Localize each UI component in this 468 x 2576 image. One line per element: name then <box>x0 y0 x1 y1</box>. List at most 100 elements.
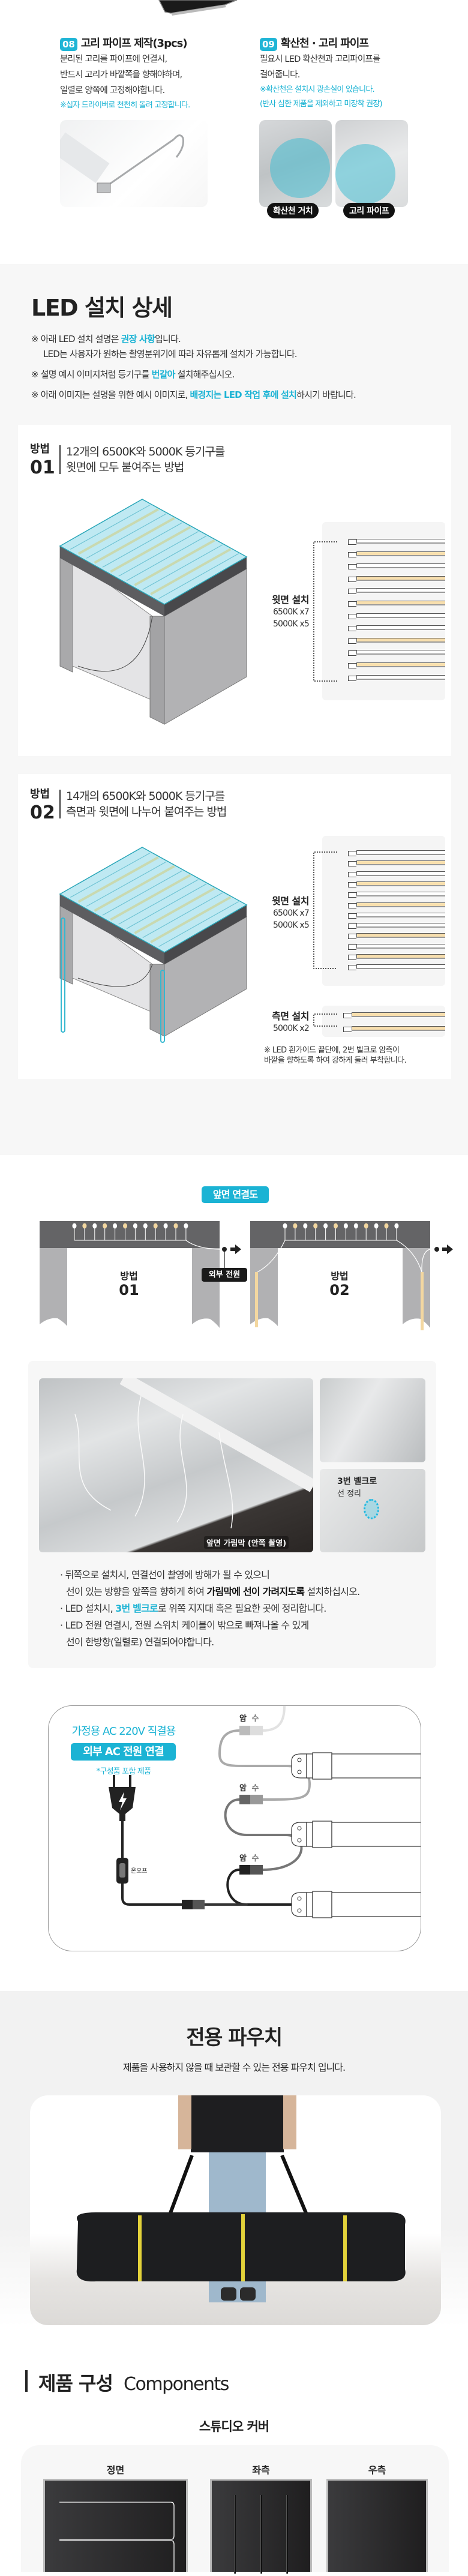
bracket-line <box>313 851 337 969</box>
tube-cap <box>348 576 356 582</box>
side-led-left <box>61 917 65 1033</box>
method-02-heading: 방법 02 <box>30 788 55 823</box>
photo-caption: 앞면 가림막 (안쪽 촬영) <box>204 1536 289 1549</box>
tube-body <box>356 964 445 970</box>
note-3: ※ 아래 이미지는 설명을 위한 예시 이미지로, 배경지는 LED 작업 후에… <box>31 389 356 400</box>
ac-sub: *구성품 포함 제품 <box>96 1767 151 1776</box>
led-dot-5000k <box>82 1223 87 1229</box>
section-title: LED 설치 상세 <box>31 295 173 321</box>
connector-male <box>250 1726 263 1735</box>
tube-body <box>356 563 445 569</box>
top-led-tube <box>94 865 175 912</box>
led-dot-5000k <box>364 1223 368 1229</box>
tube-cap <box>348 934 356 940</box>
tube-pin <box>297 1826 302 1831</box>
plug-prong <box>129 1775 131 1788</box>
bracket-line <box>313 1013 337 1027</box>
panel-label-right: 우측 <box>368 2464 386 2476</box>
desc-line: 걸어줍니다. <box>260 70 300 80</box>
connector-female <box>239 1795 251 1804</box>
pouch-subtitle: 제품을 사용하지 않을 때 보관할 수 있는 전용 파우치 입니다. <box>122 2062 346 2073</box>
connector-label: 암 수 <box>239 1854 259 1863</box>
product-image-fragment <box>158 0 238 16</box>
plug-prong <box>113 1775 115 1788</box>
tube-pin <box>297 1758 302 1762</box>
top-led-tube <box>118 879 199 925</box>
led-dot-6500k <box>303 1223 308 1229</box>
led-tube-6500k <box>348 892 445 898</box>
led-tube-5000k <box>348 933 445 940</box>
tube-body <box>356 954 445 959</box>
external-power-label: 외부 전원 <box>202 1268 247 1282</box>
tube-body <box>356 850 445 855</box>
tube-body <box>356 933 445 938</box>
top-led-tube <box>142 544 223 590</box>
diffuser-hanging-photo <box>259 120 332 207</box>
left-column <box>40 1248 67 1326</box>
top-band-right <box>164 905 247 964</box>
led-dot-6500k <box>113 1223 118 1229</box>
seam <box>286 2495 288 2574</box>
right-column <box>192 1248 220 1328</box>
ac-badge: 외부 AC 전원 연결 <box>71 1743 176 1761</box>
top-led-tube <box>110 874 191 921</box>
tube-cap <box>348 955 356 960</box>
connector-label: 암 수 <box>239 1714 259 1723</box>
step-note: (반사 심한 제품을 제외하고 미장착 권장) <box>260 100 383 109</box>
led-tube-6500k <box>348 871 445 877</box>
bullet-item-cont: 선이 한방향(일렬로) 연결되어야합니다. <box>66 1636 214 1648</box>
hook-pipe-photo <box>60 120 208 207</box>
top-led-tube <box>70 852 151 898</box>
top-led-tube <box>94 517 175 564</box>
arrow-icon <box>442 1244 453 1254</box>
wiring-diagram-method-02 <box>250 1221 453 1330</box>
led-dot-6500k <box>343 1223 348 1229</box>
tube-body <box>356 943 445 949</box>
desc-line: 일렬로 양쪽에 고정해야합니다. <box>60 86 165 95</box>
divider <box>59 445 61 474</box>
front-curtain-photo <box>39 1378 313 1552</box>
tube-pin <box>297 1838 302 1843</box>
top-led-tube <box>158 553 239 599</box>
bracket-line <box>313 541 337 682</box>
tube-body <box>356 892 445 897</box>
note-1b: LED는 사용자가 원하는 촬영분위기에 따라 자유롭게 설치가 가능합니다. <box>43 349 298 359</box>
highlight-circle <box>335 144 395 204</box>
led-dot-5000k <box>153 1223 158 1229</box>
switch-label: 온오프 <box>131 1868 148 1875</box>
power-dot <box>434 1247 439 1252</box>
step-note: ※확산천은 설치시 광손실이 있습니다. <box>260 85 375 94</box>
components-title: 제품 구성 Components <box>38 2372 229 2395</box>
connector-male <box>250 1865 263 1875</box>
led-dot-5000k <box>334 1223 338 1229</box>
tube-clip <box>312 1752 332 1780</box>
side-led-right <box>421 1272 424 1330</box>
tube-cap <box>348 539 356 545</box>
group-title: 스튜디오 커버 <box>199 2419 269 2434</box>
desc-line: 분리된 고리를 파이프에 연결시, <box>60 55 167 64</box>
cable-illustration <box>74 1378 313 1529</box>
top-led-tube <box>134 887 215 934</box>
connector-female <box>182 1900 194 1909</box>
method-02-label: 방법 02 <box>329 1270 350 1299</box>
side-cable <box>396 1240 422 1273</box>
led-dot-6500k <box>394 1223 399 1229</box>
power-cable <box>185 1240 224 1250</box>
studio-box-illustration <box>59 847 248 1043</box>
tube-body <box>356 650 445 655</box>
tube-cap <box>348 613 356 619</box>
top-led-tube <box>150 548 232 595</box>
velcro-sublabel: 선 정리 <box>337 1489 362 1498</box>
front-panel-seams <box>59 2502 175 2574</box>
top-led-tube <box>126 883 207 929</box>
led-dot-5000k <box>293 1223 298 1229</box>
led-tube-6500k <box>348 943 445 950</box>
tube-body <box>356 662 445 667</box>
backdrop-curve <box>77 616 153 672</box>
led-mount-closeup-photo <box>320 1378 425 1462</box>
velcro-label: 3번 벨크로 <box>337 1477 377 1486</box>
led-dot-5000k <box>173 1223 178 1229</box>
tube-endcap <box>291 1753 307 1779</box>
wiring-bullet-list: · 뒤쪽으로 설치시, 연결선이 촬영에 방해가 될 수 있으니 선이 있는 방… <box>60 1567 435 1651</box>
